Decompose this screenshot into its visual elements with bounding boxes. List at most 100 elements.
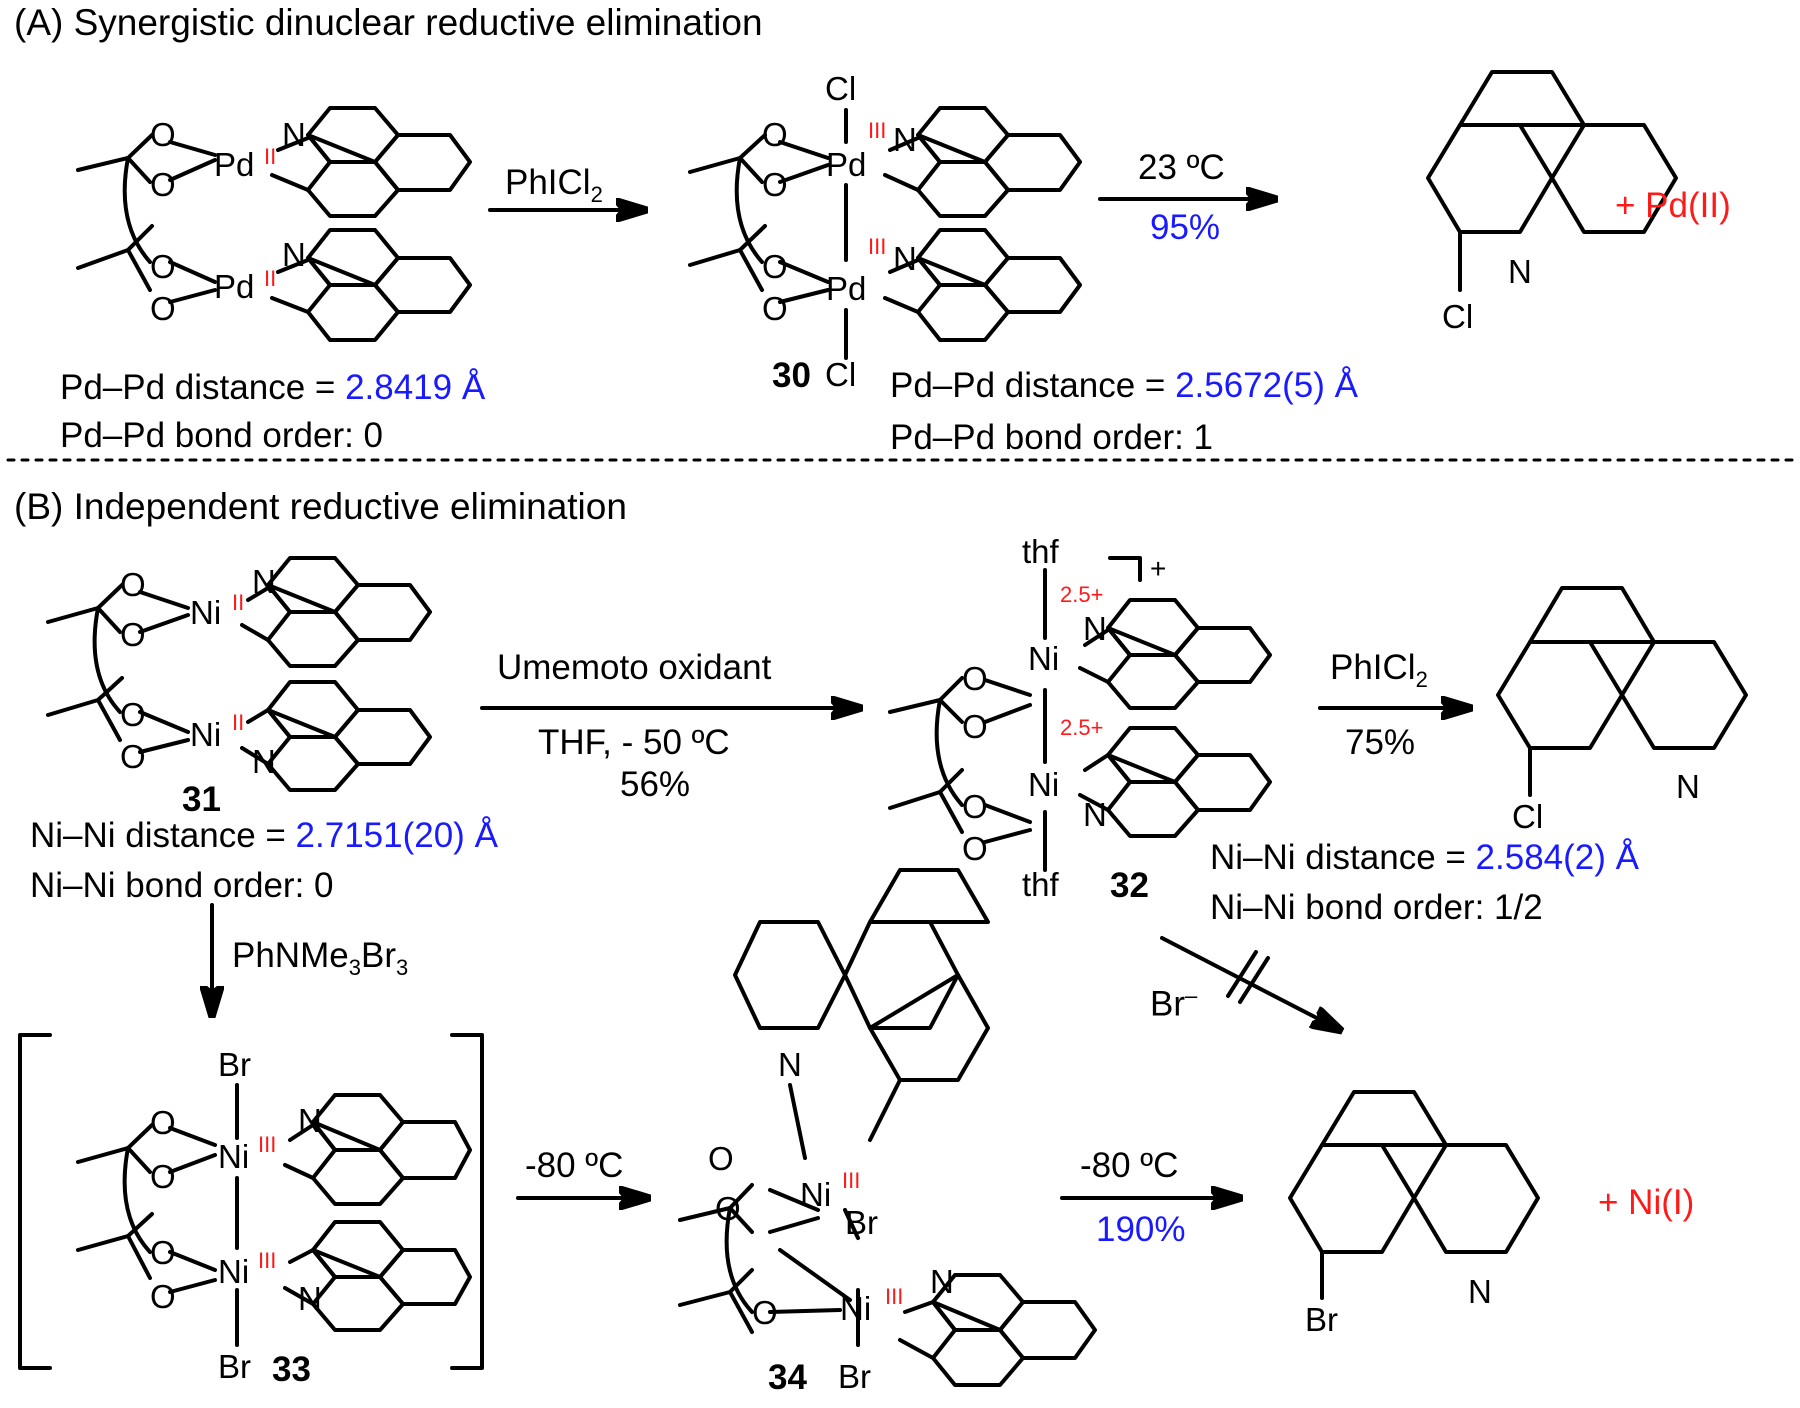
atom-ni: Ni: [218, 1253, 250, 1290]
reagent-tribromide: PhNMe3Br3: [232, 936, 409, 980]
oxidation-state-ii: II: [264, 144, 277, 169]
atom-o: O: [150, 1158, 176, 1195]
yield-phicl2-b: 75%: [1345, 723, 1416, 762]
atom-br: Br: [838, 1358, 871, 1395]
oxidation-state-mixed: 2.5+: [1060, 582, 1104, 607]
condition-final-temp: -80 ºC: [1080, 1146, 1179, 1185]
condition-minus80: -80 ºC: [525, 1146, 624, 1185]
product-chloro-b-structure: [1496, 586, 1748, 797]
product-bromo-structure: [1288, 1090, 1540, 1300]
atom-n: N: [893, 121, 917, 158]
condition-umemoto: THF, - 50 ºC: [538, 723, 730, 762]
arrow-block-mark-1: [1226, 950, 1258, 998]
pd-dimer-bond-order: Pd–Pd bond order: 0: [60, 416, 384, 455]
compound-31-label: 31: [182, 780, 221, 819]
reagent-phicl2-b: PhICl2: [1330, 648, 1428, 692]
byproduct-ni: + Ni(I): [1598, 1183, 1695, 1222]
oxidation-state-iii: III: [258, 1248, 277, 1273]
atom-ni: Ni: [800, 1176, 832, 1213]
compound-32-distance: Ni–Ni distance = 2.584(2) Å: [1210, 838, 1639, 877]
atom-n: N: [252, 563, 276, 600]
compound-30-distance: Pd–Pd distance = 2.5672(5) Å: [890, 366, 1358, 405]
atom-thf: thf: [1022, 866, 1059, 903]
condition-temperature-a: 23 ºC: [1138, 148, 1225, 187]
atom-cl: Cl: [1512, 798, 1544, 835]
atom-ni: Ni: [218, 1138, 250, 1175]
atom-n: N: [1676, 768, 1700, 805]
atom-o: O: [120, 696, 146, 733]
compound-32-structure: [888, 556, 1272, 872]
atom-o: O: [962, 708, 988, 745]
oxidation-state-ii: II: [264, 266, 277, 291]
atom-n: N: [298, 1102, 322, 1139]
atom-o: O: [762, 248, 788, 285]
pd-dimer-structure: [76, 106, 472, 342]
atom-o: O: [150, 166, 176, 203]
compound-34-structure: [678, 868, 1097, 1387]
atom-o: O: [715, 1190, 741, 1227]
atom-o: O: [150, 248, 176, 285]
oxidation-state-iii: III: [842, 1168, 861, 1193]
oxidation-state-iii: III: [258, 1132, 277, 1157]
pd-dimer-distance: Pd–Pd distance = 2.8419 Å: [60, 368, 486, 407]
atom-pd: Pd: [826, 146, 867, 183]
byproduct-pd: + Pd(II): [1615, 186, 1731, 225]
atom-o: O: [150, 116, 176, 153]
atom-o: O: [120, 616, 146, 653]
atom-br: Br: [218, 1348, 251, 1385]
atom-o: O: [120, 738, 146, 775]
atom-n: N: [930, 1263, 954, 1300]
atom-o: O: [762, 166, 788, 203]
compound-30-label: 30: [772, 356, 811, 395]
section-a-header: (A) Synergistic dinuclear reductive elim…: [14, 2, 763, 43]
atom-br: Br: [218, 1046, 251, 1083]
reagent-umemoto: Umemoto oxidant: [497, 648, 772, 687]
atom-o: O: [150, 1278, 176, 1315]
atom-n: N: [298, 1280, 322, 1317]
condition-yield-a: 95%: [1150, 208, 1221, 247]
oxidation-state-iii: III: [868, 118, 887, 143]
atom-n: N: [893, 240, 917, 277]
compound-31-bond-order: Ni–Ni bond order: 0: [30, 866, 334, 905]
atom-n: N: [282, 236, 306, 273]
compound-33-label: 33: [272, 1350, 311, 1389]
atom-thf: thf: [1022, 533, 1059, 570]
atom-br: Br: [1305, 1301, 1338, 1338]
compound-33-structure: [18, 1033, 484, 1370]
compound-31-structure: [46, 556, 432, 792]
atom-o: O: [752, 1294, 778, 1331]
compound-31-distance: Ni–Ni distance = 2.7151(20) Å: [30, 816, 498, 855]
atom-o: O: [762, 290, 788, 327]
atom-ni: Ni: [190, 716, 222, 753]
atom-n: N: [282, 116, 306, 153]
atom-n: N: [1508, 253, 1532, 290]
atom-ni: Ni: [840, 1290, 872, 1327]
compound-30-bond-order: Pd–Pd bond order: 1: [890, 418, 1214, 457]
atom-pd: Pd: [826, 270, 867, 307]
atom-n: N: [778, 1046, 802, 1083]
compound-32-charge: +: [1150, 553, 1167, 584]
atom-o: O: [962, 788, 988, 825]
section-b-header: (B) Independent reductive elimination: [14, 486, 627, 527]
atom-o: O: [962, 660, 988, 697]
oxidation-state-iii: III: [868, 234, 887, 259]
product-chloro-a-structure: [1426, 70, 1678, 292]
compound-30-structure: [688, 106, 1082, 360]
oxidation-state-mixed: 2.5+: [1060, 715, 1104, 740]
atom-ni: Ni: [1028, 640, 1060, 677]
atom-o: O: [962, 830, 988, 867]
reagent-bromide: Br–: [1150, 983, 1198, 1024]
compound-34-label: 34: [768, 1358, 807, 1397]
atom-n: N: [1083, 610, 1107, 647]
atom-cl: Cl: [825, 356, 857, 393]
oxidation-state-ii: II: [232, 710, 245, 735]
reagent-phicl2-a: PhICl2: [505, 163, 603, 207]
compound-32-bond-order: Ni–Ni bond order: 1/2: [1210, 888, 1543, 927]
atom-ni: Ni: [190, 594, 222, 631]
condition-final-yield: 190%: [1096, 1210, 1186, 1249]
arrow-block-mark-2: [1238, 956, 1270, 1004]
atom-o: O: [150, 290, 176, 327]
atom-n: N: [252, 743, 276, 780]
atom-o: O: [150, 1234, 176, 1271]
atom-o: O: [762, 116, 788, 153]
